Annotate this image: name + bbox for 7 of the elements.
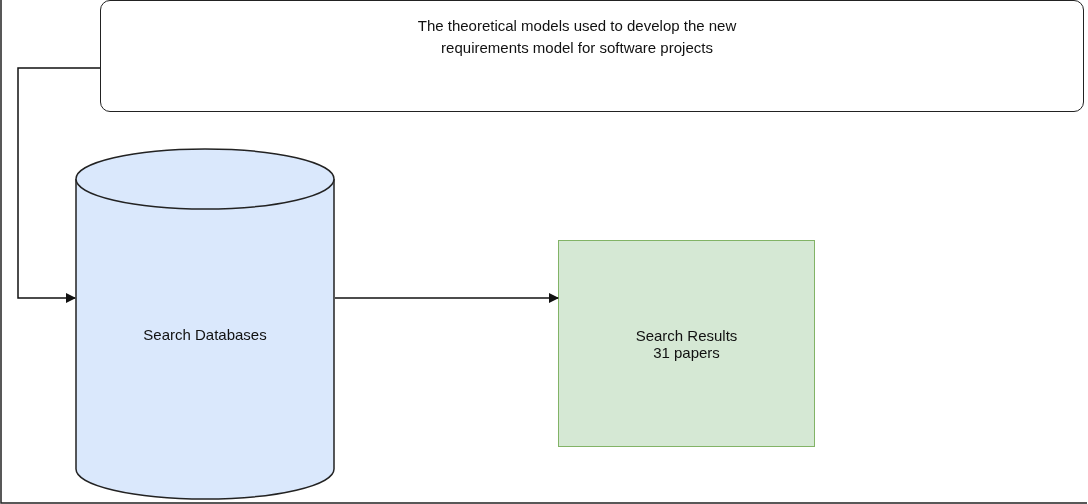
arrow xyxy=(17,67,101,303)
node-text: Search Results 31 papers xyxy=(634,326,739,361)
process-box xyxy=(558,240,815,447)
node-text: The theoretical models used to develop the new requirements model for software projects xyxy=(416,16,738,58)
title-box xyxy=(100,0,1084,112)
arrow xyxy=(334,293,559,303)
node-text: Search Databases xyxy=(143,325,267,343)
